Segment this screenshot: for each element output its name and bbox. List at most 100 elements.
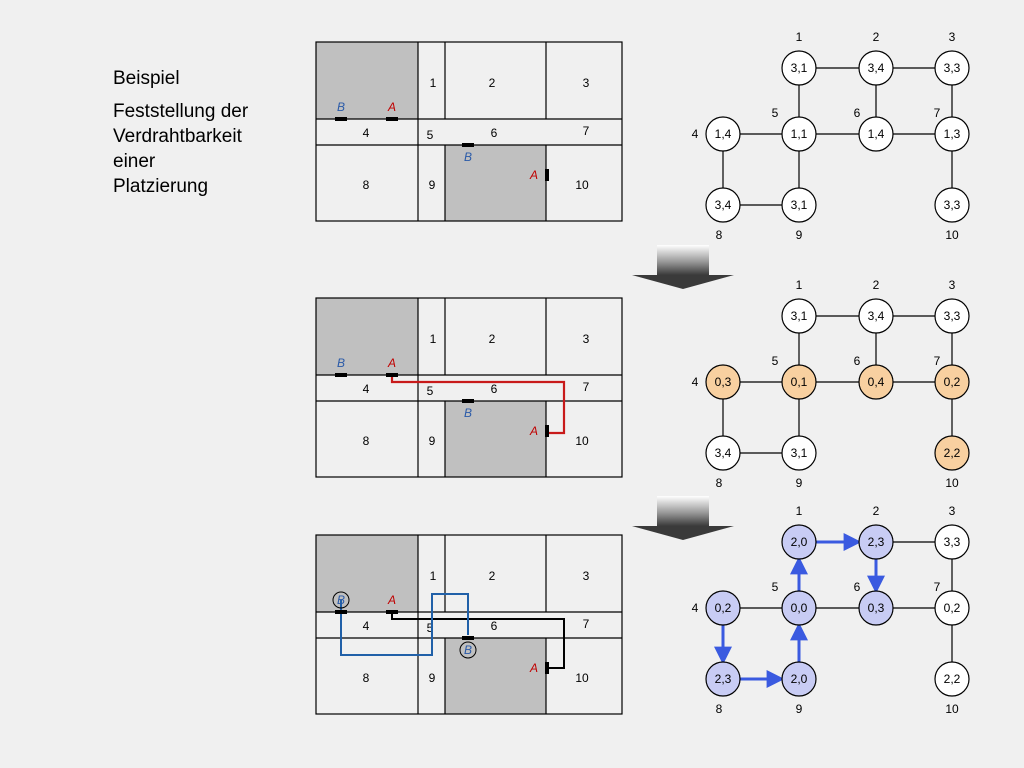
graph-node-label: 0,0	[791, 601, 808, 615]
cell-label: 10	[575, 671, 589, 685]
cell-label: 7	[583, 617, 590, 631]
cell-label: 10	[575, 178, 589, 192]
graph-node	[781, 364, 817, 400]
graph-index-label: 9	[796, 476, 803, 490]
cell-label: 9	[429, 178, 436, 192]
graph-node-label: 3,4	[715, 198, 732, 212]
graph-node-label: 3,3	[944, 309, 961, 323]
floorplan-border	[315, 297, 623, 478]
route-net-a	[390, 374, 566, 435]
graph-index-label: 3	[949, 30, 956, 44]
cell-label: 9	[429, 671, 436, 685]
graph-index-label: 3	[949, 278, 956, 292]
graph-index-label: 4	[692, 601, 699, 615]
graph-node-label: 2,0	[791, 672, 808, 686]
graph-index-label: 8	[716, 228, 723, 242]
graph-node	[705, 435, 741, 471]
graph-node	[705, 116, 741, 152]
cell-label: 3	[583, 569, 590, 583]
graph-node-label: 0,2	[944, 601, 961, 615]
cell-label: 10	[575, 434, 589, 448]
cell-label: 1	[430, 332, 437, 346]
transition-arrow	[632, 245, 734, 289]
floorplan-border	[315, 534, 623, 715]
graph-node-label: 0,2	[944, 375, 961, 389]
macro-block	[316, 42, 418, 119]
graph-node-label: 1,3	[944, 127, 961, 141]
graph-index-label: 6	[854, 580, 861, 594]
graph-index-label: 2	[873, 278, 880, 292]
graph-index-label: 8	[716, 702, 723, 716]
cell-label: 6	[491, 382, 498, 396]
graph-index-label: 8	[716, 476, 723, 490]
cell-label: 7	[583, 380, 590, 394]
graph-node	[934, 50, 970, 86]
graph-node	[934, 364, 970, 400]
pin-circle	[459, 641, 477, 659]
graph-node-label: 3,4	[868, 309, 885, 323]
cell-label: 6	[491, 619, 498, 633]
graph-node-label: 1,4	[715, 127, 732, 141]
graph-node-label: 2,0	[791, 535, 808, 549]
pin-marker	[386, 610, 398, 614]
graph-node	[705, 364, 741, 400]
graph-node-label: 3,1	[791, 198, 808, 212]
graph-index-label: 9	[796, 228, 803, 242]
cell-label: 5	[427, 128, 434, 142]
cell-label: 9	[429, 434, 436, 448]
cell-label: 1	[430, 569, 437, 583]
graph-node-label: 3,1	[791, 61, 808, 75]
route-net-a	[391, 611, 565, 669]
pin-a-right-label: A	[529, 424, 538, 438]
macro-block	[445, 145, 546, 221]
pin-a-left-label: A	[387, 100, 396, 114]
graph-node-label: 3,3	[944, 61, 961, 75]
pin-b-left-label: B	[337, 356, 345, 370]
graph-index-label: 9	[796, 702, 803, 716]
graph-node-label: 0,1	[791, 375, 808, 389]
graph-index-label: 5	[772, 106, 779, 120]
heading-subtitle-line: einer	[113, 151, 156, 172]
macro-block	[445, 638, 546, 714]
graph-node	[705, 661, 741, 697]
graph-node	[781, 590, 817, 626]
heading-block: Beispiel Feststellung der Verdrahtbarkei…	[113, 66, 248, 199]
graph-node-label: 0,3	[715, 375, 732, 389]
graph-node	[934, 435, 970, 471]
pin-marker	[335, 373, 347, 377]
graph-node	[781, 661, 817, 697]
graph-index-label: 3	[949, 504, 956, 518]
graph-node	[934, 661, 970, 697]
heading-subtitle-line: Feststellung der	[113, 101, 249, 122]
pin-a-right-label: A	[529, 168, 538, 182]
graph-node	[781, 524, 817, 560]
graph-node	[934, 116, 970, 152]
pin-marker	[335, 117, 347, 121]
arrow-shaft	[657, 245, 709, 275]
graph-index-label: 10	[945, 476, 959, 490]
heading-subtitle-line: Verdrahtbarkeit	[113, 126, 242, 147]
graph-node-label: 2,3	[868, 535, 885, 549]
cell-label: 2	[489, 569, 496, 583]
graph-node	[781, 298, 817, 334]
cell-label: 4	[363, 382, 370, 396]
graph-index-label: 1	[796, 30, 803, 44]
pin-marker	[462, 399, 474, 403]
graph-node-label: 3,1	[791, 446, 808, 460]
graph-node-label: 2,3	[715, 672, 732, 686]
graph-node	[705, 187, 741, 223]
graph-node	[934, 524, 970, 560]
pin-b-left-label: B	[337, 593, 345, 607]
graph-node	[781, 116, 817, 152]
pin-b-right-label: B	[464, 150, 472, 164]
graph-node-label: 2,2	[944, 446, 961, 460]
graph-index-label: 5	[772, 354, 779, 368]
cell-label: 8	[363, 671, 370, 685]
graph-node-label: 3,3	[944, 198, 961, 212]
